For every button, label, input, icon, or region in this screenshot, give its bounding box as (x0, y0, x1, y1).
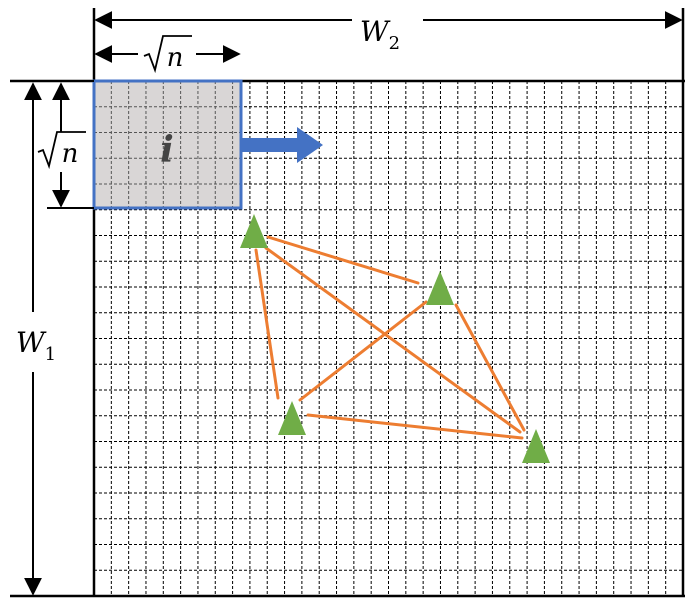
edge-b-d (454, 303, 526, 432)
node-d triangle-icon (522, 429, 550, 463)
sqrt-n-top-label: n (143, 35, 192, 74)
node-a triangle-icon (240, 214, 268, 248)
sqrt-n-top-dimension: n (94, 35, 241, 74)
w1-label: W1 (16, 326, 56, 365)
window-index-label: i (160, 129, 174, 171)
graph-nodes (240, 214, 550, 463)
window-fill (94, 81, 241, 208)
edge-a-d (264, 246, 522, 434)
edge-a-c (254, 248, 280, 400)
svg-text:n: n (62, 139, 79, 169)
sqrt-n-side-dimension: n (37, 80, 94, 209)
edge-b-c (298, 300, 428, 402)
window-border (92, 79, 243, 210)
svg-text:n: n (167, 43, 184, 73)
sliding-window: i (92, 79, 243, 210)
w2-label: W2 (360, 15, 400, 54)
window-grid (94, 81, 241, 208)
node-b triangle-icon (426, 271, 454, 305)
w2-dimension: W2 (94, 11, 683, 54)
node-c triangle-icon (278, 401, 306, 435)
graph-edges (254, 235, 526, 440)
right-arrow-icon (242, 127, 323, 163)
edge-a-b (266, 235, 420, 285)
w1-dimension: W1 (16, 82, 56, 596)
sqrt-n-side-label: n (37, 131, 86, 170)
edge-c-d (306, 413, 524, 440)
